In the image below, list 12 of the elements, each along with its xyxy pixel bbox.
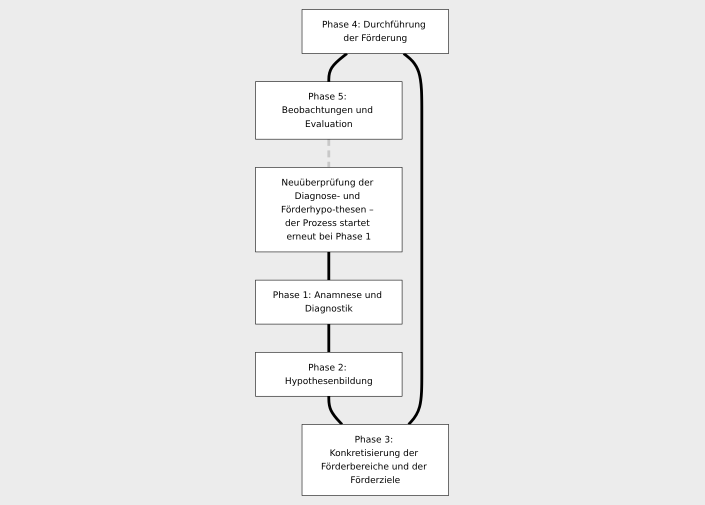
connector xyxy=(328,324,331,352)
node-box: Neuüberprüfung der Diagnose- und Förderhypo-thesen – der Prozess startet erneut bei Phase 1 xyxy=(256,167,403,252)
node-box: Phase 3: Konkretisierung der Förderbereiche und der Förderziele xyxy=(302,424,450,496)
node-box: Phase 4: Durchführung der Förderung xyxy=(302,9,450,54)
node-box: Phase 1: Anamnese und Diagnostik xyxy=(256,280,403,324)
connector xyxy=(328,139,331,168)
connector xyxy=(328,252,331,280)
node-box: Phase 5: Beobachtungen und Evaluation xyxy=(256,81,403,140)
node-box: Phase 2: Hypothesenbildung xyxy=(256,352,403,397)
connector xyxy=(328,396,344,426)
connector xyxy=(403,52,424,426)
connector xyxy=(328,52,348,82)
